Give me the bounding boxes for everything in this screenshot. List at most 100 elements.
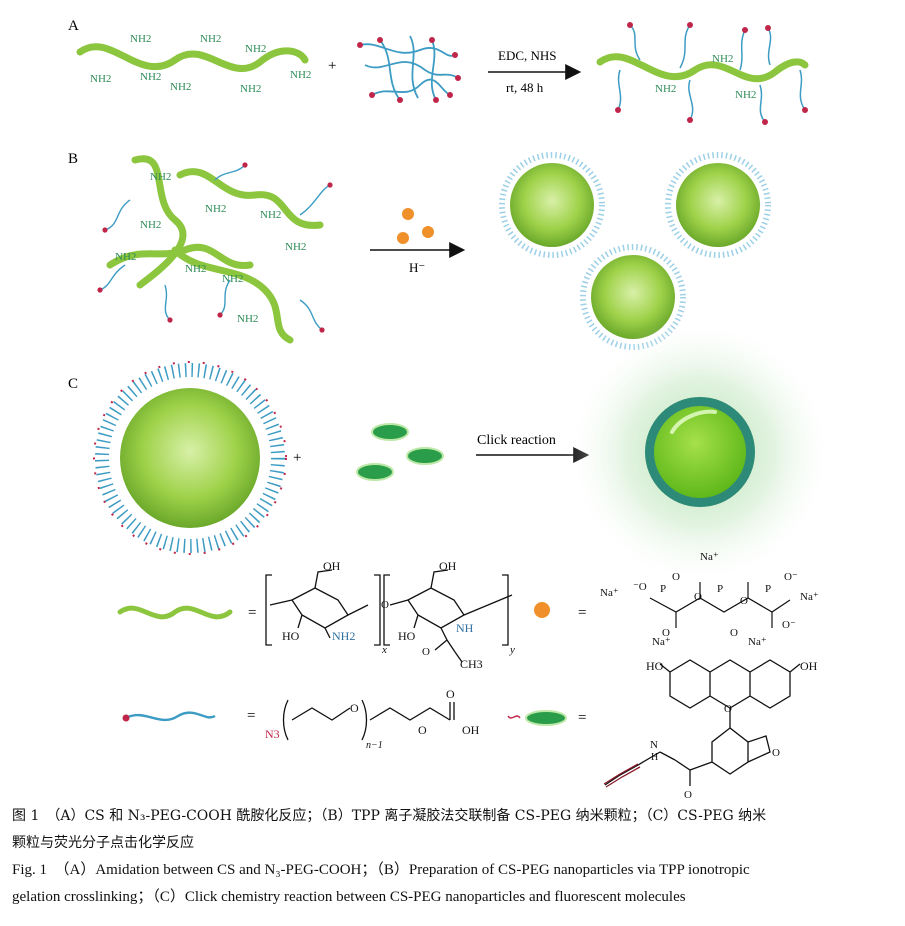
svg-text:O: O (694, 591, 702, 603)
caption-en-line-2: gelation crosslinking；（C）Click chemistry… (12, 889, 686, 905)
svg-text:NH2: NH2 (332, 629, 355, 643)
svg-text:N3: N3 (265, 727, 280, 741)
svg-text:n−1: n−1 (366, 740, 383, 751)
svg-text:OH: OH (323, 559, 341, 573)
svg-text:O⁻: O⁻ (782, 619, 796, 631)
panel-b-label: B (68, 151, 78, 167)
panel-c-plus: + (293, 450, 301, 466)
chitosan-structure (265, 569, 513, 663)
peg-tangle (359, 35, 459, 101)
svg-text:NH2: NH2 (655, 83, 676, 95)
svg-text:O: O (446, 687, 455, 701)
chitosan-chain (76, 43, 309, 72)
svg-text:O: O (662, 627, 670, 639)
svg-text:P: P (660, 583, 666, 595)
svg-text:NH2: NH2 (735, 89, 756, 101)
peg-structure (282, 699, 455, 741)
svg-text:O: O (422, 646, 430, 658)
svg-text:Na⁺: Na⁺ (600, 587, 619, 599)
fluorescent-nanoparticle (565, 317, 835, 587)
nanoparticle-3 (580, 244, 686, 350)
svg-text:O: O (672, 571, 680, 583)
svg-text:NH2: NH2 (240, 83, 261, 95)
amine-groups: NH2 NH2 NH2 NH2 NH2 NH2 NH2 NH2 (90, 33, 311, 95)
svg-text:NH2: NH2 (140, 219, 161, 231)
svg-text:NH2: NH2 (222, 273, 243, 285)
svg-text:H: H (651, 752, 658, 763)
product-peg-arms (617, 24, 806, 123)
svg-text:P: P (765, 583, 771, 595)
svg-text:NH2: NH2 (290, 69, 311, 81)
svg-text:⁻O: ⁻O (633, 581, 647, 593)
peg-tips (357, 37, 461, 103)
svg-text:NH2: NH2 (90, 73, 111, 85)
svg-text:NH2: NH2 (115, 251, 136, 263)
svg-text:x: x (381, 644, 387, 656)
svg-text:=: = (248, 605, 256, 621)
svg-text:OH: OH (462, 723, 480, 737)
fluorescent-molecules (356, 423, 444, 481)
svg-text:Na⁺: Na⁺ (700, 551, 719, 563)
svg-text:y: y (509, 644, 515, 656)
svg-text:NH: NH (456, 621, 474, 635)
product-peg-tips (615, 22, 808, 125)
peg-nanoparticle (93, 361, 287, 555)
legend-peg-chain (125, 711, 216, 722)
panel-c-label: C (68, 376, 78, 392)
caption-en-line-1: Fig. 1 （A）Amidation between CS and N₃-PE… (12, 862, 750, 878)
svg-text:NH2: NH2 (205, 203, 226, 215)
caption-english: Fig. 1 （A）Amidation between CS and N₃-PE… (12, 857, 892, 911)
legend-chitosan-chain (117, 605, 233, 620)
nanoparticle-2 (665, 152, 771, 258)
tpp-structure (649, 582, 791, 628)
svg-text:O: O (730, 627, 738, 639)
svg-text:Na⁺: Na⁺ (800, 591, 819, 603)
svg-text:O: O (350, 701, 359, 715)
svg-text:NH2: NH2 (130, 33, 151, 45)
tpp-ions (397, 208, 434, 244)
svg-text:O: O (772, 747, 780, 759)
caption-cn-line-1: 图 1 （A）CS 和 N₃-PEG-COOH 酰胺化反应；（B）TPP 离子凝… (12, 808, 767, 824)
svg-text:=: = (578, 605, 586, 621)
svg-text:NH2: NH2 (237, 313, 258, 325)
svg-text:Na⁺: Na⁺ (748, 636, 767, 648)
svg-text:O: O (724, 703, 732, 715)
scheme-figure: A NH2 NH2 NH2 NH2 NH2 NH2 NH2 NH2 + EDC,… (68, 18, 835, 800)
panel-a-plus: + (328, 58, 336, 74)
svg-text:CH3: CH3 (460, 657, 483, 671)
svg-text:NH2: NH2 (712, 53, 733, 65)
legend-tpp-dot (534, 602, 550, 618)
caption-cn-line-2: 颗粒与荧光分子点击化学反应 (12, 835, 194, 851)
svg-text:HO: HO (646, 659, 664, 673)
fluorescein-structure (603, 659, 801, 788)
svg-text:Na⁺: Na⁺ (652, 636, 671, 648)
svg-text:NH2: NH2 (285, 241, 306, 253)
b-peg-arms (99, 164, 331, 331)
svg-text:OH: OH (439, 559, 457, 573)
svg-text:NH2: NH2 (200, 33, 221, 45)
svg-text:NH2: NH2 (150, 171, 171, 183)
svg-text:OH: OH (800, 659, 818, 673)
cs-peg-product (596, 53, 809, 83)
legend-fluor-molecule (525, 710, 567, 726)
svg-text:=: = (578, 710, 586, 726)
svg-text:NH2: NH2 (170, 81, 191, 93)
caption-chinese: 图 1 （A）CS 和 N₃-PEG-COOH 酰胺化反应；（B）TPP 离子凝… (12, 803, 892, 857)
svg-text:NH2: NH2 (245, 43, 266, 55)
svg-text:NH2: NH2 (260, 209, 281, 221)
svg-text:N: N (650, 739, 658, 751)
arrow-b-label: H⁻ (409, 260, 425, 275)
svg-text:O: O (418, 723, 427, 737)
panel-a-label: A (68, 18, 79, 34)
svg-text:HO: HO (398, 629, 416, 643)
svg-text:P: P (717, 583, 723, 595)
svg-text:=: = (247, 708, 255, 724)
svg-text:NH2: NH2 (185, 263, 206, 275)
reagents-label: EDC, NHS (498, 48, 557, 63)
crosslinked-chains (106, 155, 324, 344)
click-reaction-label: Click reaction (477, 433, 556, 448)
svg-text:NH2: NH2 (140, 71, 161, 83)
svg-text:HO: HO (282, 629, 300, 643)
nanoparticle-1 (499, 152, 605, 258)
conditions-label: rt, 48 h (506, 80, 544, 95)
